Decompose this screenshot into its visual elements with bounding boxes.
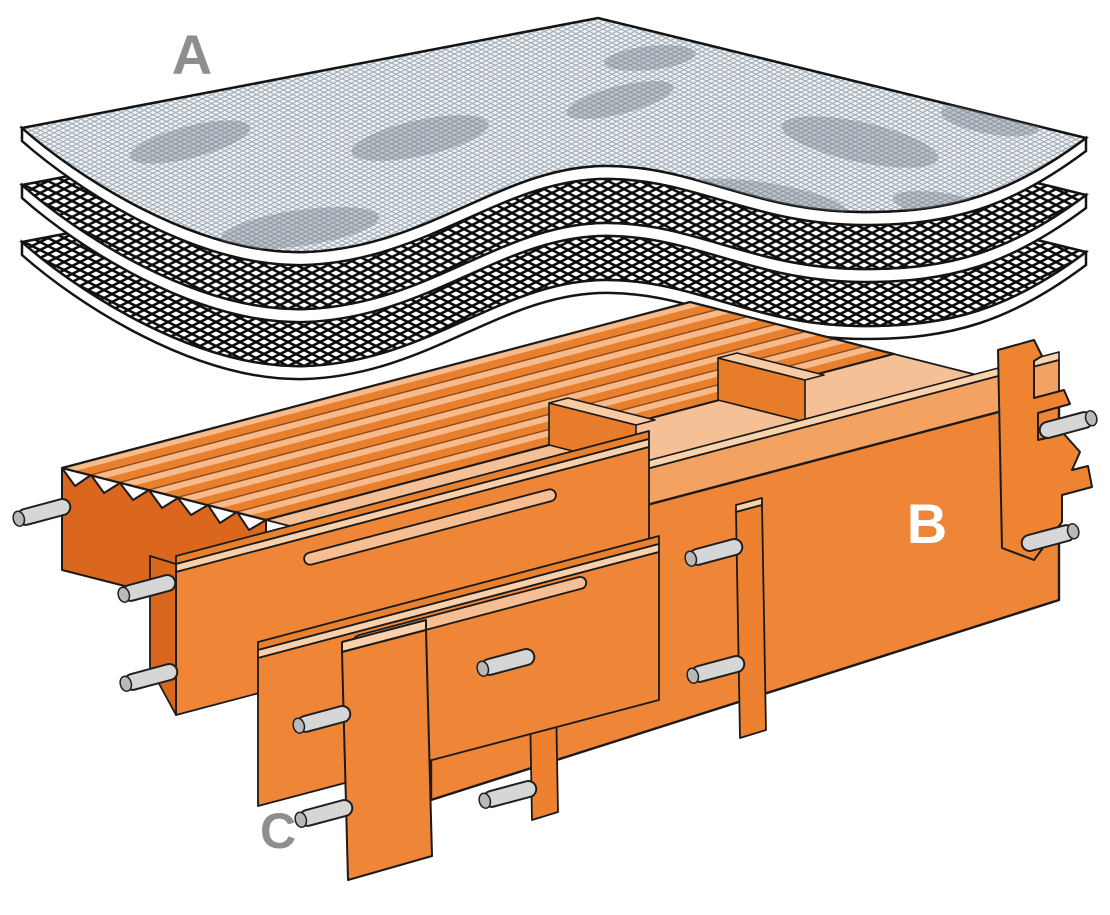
label-a: A [172, 23, 212, 86]
pin [686, 655, 746, 684]
pin [292, 705, 352, 734]
frame-slot-2 [303, 488, 557, 566]
pin [684, 538, 744, 567]
pin [119, 663, 179, 692]
metal-pins [12, 410, 1098, 828]
label-b: B [907, 492, 947, 555]
pin [294, 799, 354, 828]
pin [117, 574, 177, 603]
pin [12, 498, 72, 527]
label-c: C [260, 803, 296, 859]
pin [1020, 523, 1080, 552]
frame-post-front [341, 619, 433, 881]
frame-post-right [735, 497, 767, 739]
mesh-layer-top-surface [19, 16, 1089, 254]
pin [476, 648, 536, 677]
pin [1038, 410, 1098, 439]
ribbed-frame [60, 300, 1093, 881]
pin [478, 780, 538, 809]
